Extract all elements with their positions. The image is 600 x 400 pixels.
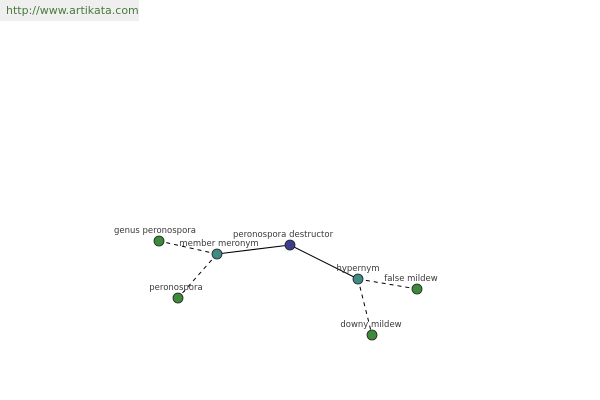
source-url-watermark[interactable]: http://www.artikata.com bbox=[0, 0, 139, 21]
label-center: peronospora destructor bbox=[233, 230, 334, 240]
edge-meronym-genus bbox=[158, 240, 218, 255]
node-hypernym[interactable] bbox=[352, 273, 364, 285]
edge-hypernym-downy-mildew bbox=[357, 278, 373, 336]
node-downy-mildew[interactable] bbox=[366, 329, 378, 341]
label-member-meronym: member meronym bbox=[179, 239, 258, 249]
node-false-mildew[interactable] bbox=[411, 283, 423, 295]
label-false-mildew: false mildew bbox=[384, 274, 438, 284]
edge-center-hypernym bbox=[289, 244, 359, 280]
label-genus-peronospora: genus peronospora bbox=[114, 226, 196, 236]
label-downy-mildew: downy mildew bbox=[340, 320, 401, 330]
edge-hypernym-false-mildew bbox=[357, 278, 418, 290]
label-peronospora: peronospora bbox=[149, 283, 202, 293]
node-member-meronym[interactable] bbox=[211, 248, 223, 260]
node-peronospora[interactable] bbox=[172, 292, 184, 304]
edge-meronym-peronospora bbox=[177, 253, 218, 299]
edge-center-member-meronym bbox=[216, 244, 291, 255]
node-center[interactable] bbox=[284, 239, 296, 251]
label-hypernym: hypernym bbox=[336, 264, 379, 274]
node-genus-peronospora[interactable] bbox=[153, 235, 165, 247]
